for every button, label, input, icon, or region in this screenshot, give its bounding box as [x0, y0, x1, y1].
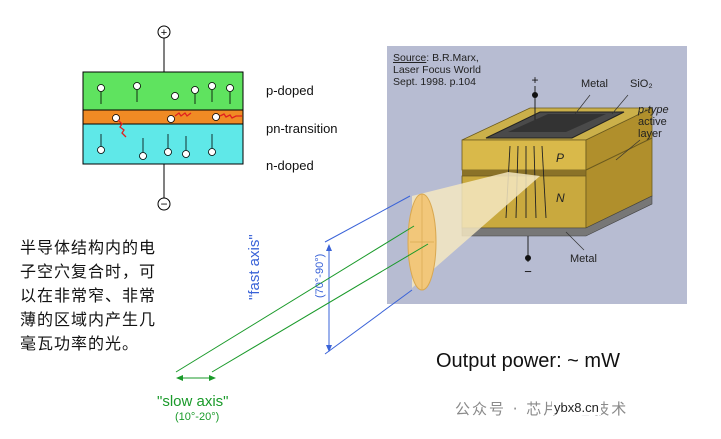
photon-emissions	[117, 112, 242, 138]
slow-axis-range: (10°-20°)	[175, 411, 220, 423]
chinese-caption: 半导体结构内的电 子空穴复合时，可 以在非常窄、非常 薄的区域内产生几 毫瓦功率…	[20, 236, 200, 356]
source-prefix: Source	[393, 52, 427, 64]
source-date: Sept. 1998. p.104	[393, 76, 476, 88]
p-doped-label: p-doped	[266, 83, 314, 98]
metal-ridge	[508, 114, 606, 132]
source-journal: Laser Focus World	[393, 64, 481, 76]
output-power-label: Output power: ~ mW	[436, 350, 620, 372]
photon-arrow	[174, 112, 192, 117]
watermark-text: 公众号 · 芯片工艺技术	[455, 400, 629, 418]
ptype-label-line1: p-type	[637, 104, 669, 116]
label-leaders	[565, 94, 641, 251]
ptype-label-line2: active	[638, 116, 667, 128]
chip-minus-label: −	[524, 264, 532, 279]
hole-carrier	[191, 86, 199, 94]
pn-junction-diagram: + −	[82, 25, 338, 211]
electron-carrier	[97, 146, 105, 154]
chip-p-label: P	[556, 151, 564, 165]
fast-axis-line	[324, 289, 413, 355]
electron-carrier	[112, 114, 120, 122]
photon-arrow	[219, 113, 242, 119]
slow-axis-arrowhead	[176, 375, 183, 381]
electron-carrier	[182, 150, 190, 158]
p-doped-layer	[82, 71, 244, 111]
hole-carrier	[97, 84, 105, 92]
n-doped-label: n-doped	[266, 158, 314, 173]
slow-axis-line	[175, 225, 415, 373]
active-layer-side-line	[585, 137, 653, 171]
watermark-site: ybx8.cn	[552, 400, 601, 415]
ptype-label-line3: layer	[638, 128, 662, 140]
slow-axis-label: "slow axis"	[157, 393, 229, 410]
metal-top-label: Metal	[581, 78, 608, 90]
metal-bottom-label: Metal	[570, 253, 597, 265]
caption-line: 子空穴复合时，可	[20, 262, 157, 281]
source-author: : B.R.Marx,	[426, 52, 479, 64]
holes-group	[97, 82, 234, 104]
photon-arrow	[117, 119, 127, 138]
chip-plus-label: +	[531, 73, 538, 87]
sio2-label: SiO₂	[630, 78, 653, 90]
emitted-beam	[407, 172, 540, 291]
caption-line: 半导体结构内的电	[20, 238, 157, 257]
minus-terminal	[157, 197, 171, 211]
slow-axis-line	[211, 243, 429, 373]
plus-terminal-label: +	[161, 27, 167, 39]
axis-lines	[175, 195, 429, 381]
electrons-group	[97, 113, 220, 160]
pn-transition-label: pn-transition	[266, 121, 338, 136]
electron-carrier	[167, 115, 175, 123]
source-citation: Source: B.R.Marx, Laser Focus World Sept…	[393, 52, 481, 88]
caption-line: 薄的区域内产生几	[20, 310, 157, 329]
top-electrode-dot	[532, 92, 538, 98]
minus-terminal-label: −	[160, 197, 167, 211]
fast-axis-arrowhead	[326, 244, 332, 251]
electron-carrier	[139, 152, 147, 160]
slow-axis-arrowhead	[209, 375, 216, 381]
caption-line: 毫瓦功率的光。	[20, 334, 140, 353]
electron-carrier	[212, 113, 220, 121]
hole-carrier	[133, 82, 141, 90]
electron-carrier	[164, 148, 172, 156]
fast-axis-range: (70°-90°)	[314, 253, 326, 298]
hole-carrier	[208, 82, 216, 90]
fast-axis-line	[324, 195, 411, 243]
chip-n-label: N	[556, 191, 565, 205]
bottom-electrode-dot	[525, 255, 531, 261]
hole-carrier	[226, 84, 234, 92]
electron-carrier	[208, 148, 216, 156]
plus-terminal	[157, 25, 171, 39]
active-layer-stripe	[462, 170, 586, 176]
beam-cone	[412, 172, 540, 288]
hole-carrier	[171, 92, 179, 100]
p-layer-front	[461, 139, 587, 171]
n-doped-layer	[82, 123, 244, 165]
fast-axis-arrowhead	[326, 345, 332, 352]
fast-axis-label: "fast axis"	[246, 234, 263, 300]
caption-line: 以在非常窄、非常	[20, 286, 157, 305]
